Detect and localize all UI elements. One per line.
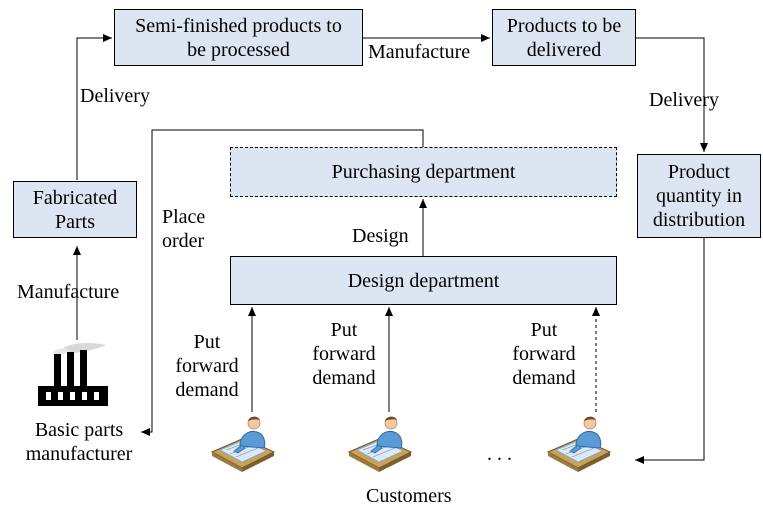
ellipsis-label: . . . (487, 443, 512, 465)
product-distribution-box: Product quantity in distribution (637, 154, 761, 238)
factory-icon (38, 343, 108, 406)
design-department-text: Design department (347, 269, 500, 292)
delivery-label-left: Delivery (80, 85, 150, 107)
customer-icon-2 (347, 416, 413, 472)
design-label: Design (352, 225, 409, 247)
semi-finished-products-box: Semi-finished products to be processed (114, 9, 363, 66)
product-distribution-text: Product quantity in distribution (652, 161, 746, 231)
purchasing-department-text: Purchasing department (331, 161, 516, 183)
semi-finished-products-text: Semi-finished products to be processed (135, 14, 342, 61)
demand-label-2: Put forward demand (312, 319, 376, 389)
products-to-deliver-box: Products to be delivered (492, 9, 636, 66)
products-to-deliver-text: Products to be delivered (506, 14, 622, 61)
place-order-arrow (141, 129, 424, 436)
design-department-box: Design department (230, 256, 617, 305)
manufacture-label-left: Manufacture (17, 281, 120, 303)
place-order-label: Place order (162, 206, 206, 252)
fabricated-parts-text: Fabricated Parts (32, 186, 118, 233)
delivery-label-right: Delivery (649, 89, 719, 111)
delivery-arrow-right (636, 37, 708, 152)
purchasing-department-box: Purchasing department (230, 147, 617, 197)
customer-icon-3 (546, 416, 612, 472)
demand-label-1: Put forward demand (175, 331, 239, 401)
fabricated-parts-box: Fabricated Parts (13, 181, 137, 238)
delivery-arrow-left (76, 34, 112, 180)
customer-icon-1 (210, 416, 276, 472)
customers-label: Customers (366, 485, 452, 507)
demand-label-3: Put forward demand (512, 319, 576, 389)
basic-parts-manufacturer-label: Basic parts manufacturer (25, 419, 133, 465)
distribution-to-customers-arrow (635, 238, 705, 464)
manufacture-label-top: Manufacture (368, 41, 471, 63)
